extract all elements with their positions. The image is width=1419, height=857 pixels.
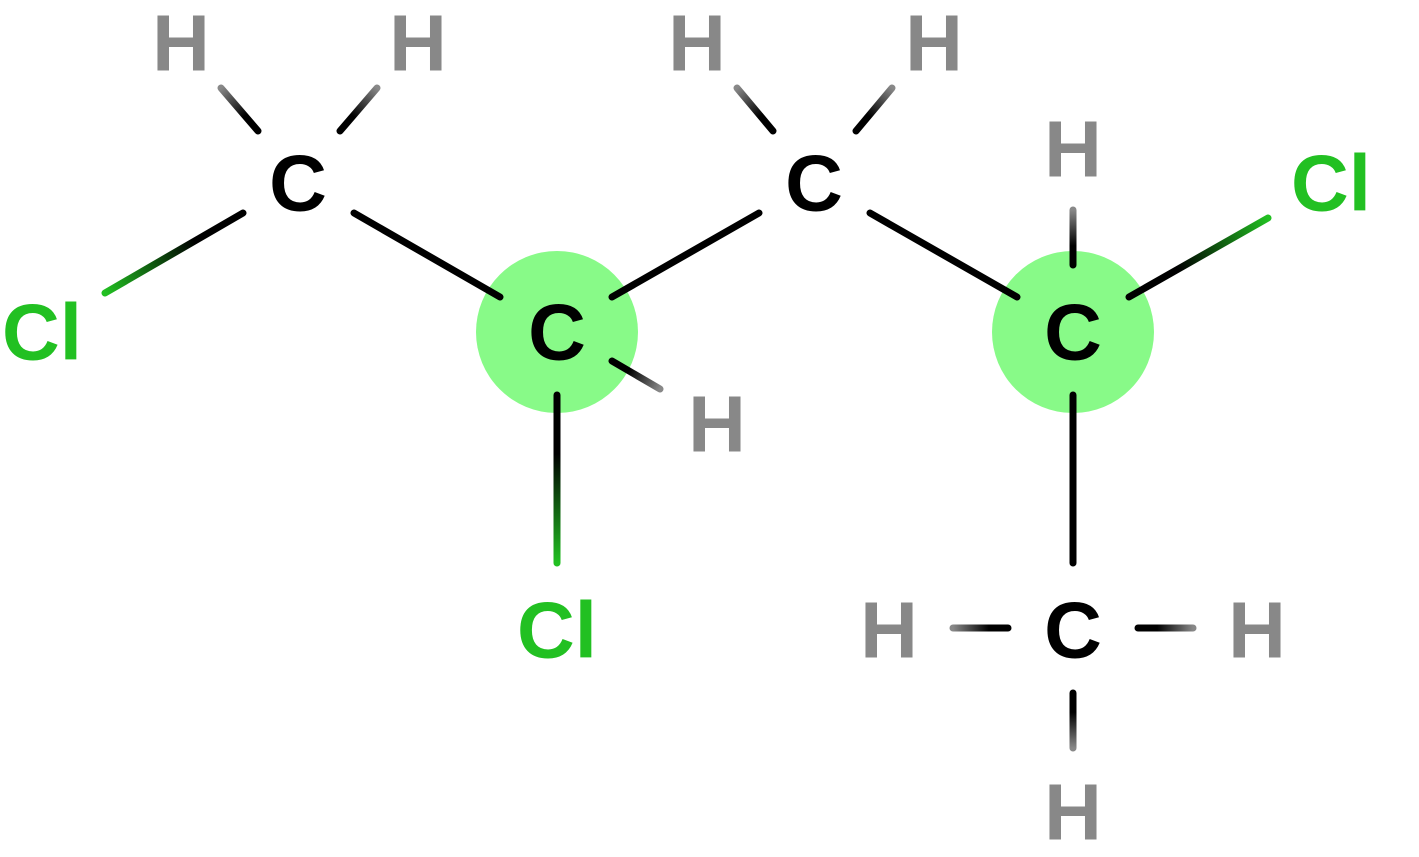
atom-cl4: Cl: [1291, 139, 1371, 228]
atom-c1: C: [269, 139, 327, 228]
atom-h5b: H: [1228, 586, 1286, 675]
atom-h3b: H: [905, 0, 963, 88]
bond-c1-c2: [350, 209, 504, 301]
bond-c1-cl1: [101, 209, 247, 297]
atom-c2: C: [528, 288, 586, 377]
bonds: [101, 84, 1272, 752]
atom-c5: C: [1044, 586, 1102, 675]
highlight-c4: [992, 251, 1154, 413]
atom-h1a: H: [152, 0, 210, 88]
bond-c2-c3: [608, 209, 763, 301]
bond-c2-h2: [608, 357, 664, 393]
atom-c3: C: [785, 139, 843, 228]
bond-c1-h1a: [217, 84, 262, 135]
atom-h5a: H: [860, 586, 918, 675]
atom-h5c: H: [1044, 768, 1102, 857]
atom-h3a: H: [668, 0, 726, 88]
atom-h1b: H: [389, 0, 447, 88]
atom-h4: H: [1044, 105, 1102, 194]
bond-c3-h3b: [852, 84, 896, 135]
bond-c1-h1b: [336, 84, 381, 135]
chiral-highlights: [476, 251, 1154, 413]
bond-c3-c4: [866, 209, 1021, 301]
bond-c3-h3a: [733, 84, 777, 135]
atom-cl1: Cl: [2, 288, 82, 377]
atom-h2: H: [688, 380, 746, 469]
bond-c4-cl4: [1125, 214, 1272, 301]
atom-cl2: Cl: [517, 586, 597, 675]
highlight-c2: [476, 251, 638, 413]
atom-c4: C: [1044, 288, 1102, 377]
